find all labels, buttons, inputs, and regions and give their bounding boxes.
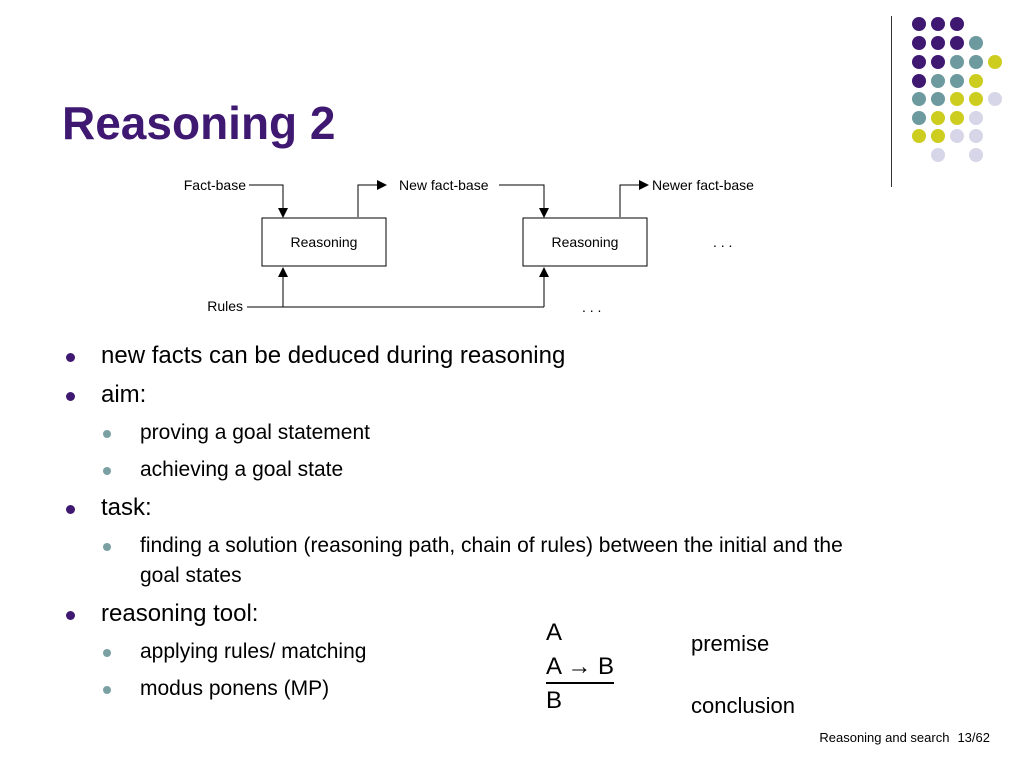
bullet-list: new facts can be deduced during reasonin… — [64, 340, 864, 711]
label-ellipsis-right: . . . — [713, 234, 732, 250]
bullet-item: aim: — [64, 379, 864, 411]
dot — [912, 129, 926, 143]
dot — [969, 92, 983, 106]
mp-line-2-right: B — [598, 653, 615, 680]
reasoning-diagram: Fact-base New fact-base Newer fact-base … — [184, 177, 754, 315]
dot — [931, 55, 945, 69]
new-fact-base-in-arrow — [499, 184, 549, 218]
dot — [969, 74, 983, 88]
dot — [912, 74, 926, 88]
label-new-fact-base: New fact-base — [399, 177, 489, 193]
dot — [988, 55, 1002, 69]
bullet-item: reasoning tool: — [64, 598, 864, 630]
dot — [969, 129, 983, 143]
mp-line-1: A — [546, 619, 563, 646]
conclusion-label: conclusion — [691, 693, 795, 718]
dot — [931, 92, 945, 106]
dot — [931, 17, 945, 31]
premise-label: premise — [691, 631, 770, 656]
label-fact-base: Fact-base — [184, 177, 246, 193]
mp-line-2: A → B — [546, 652, 615, 684]
dot — [988, 92, 1002, 106]
dot — [950, 55, 964, 69]
mp-line-3: B — [546, 687, 563, 714]
label-reasoning-box-2: Reasoning — [552, 234, 619, 250]
sub-bullet-item: finding a solution (reasoning path, chai… — [101, 531, 860, 591]
dot — [950, 36, 964, 50]
label-ellipsis-bottom: . . . — [582, 299, 601, 315]
reasoning-box-1 — [261, 217, 387, 267]
dot — [931, 36, 945, 50]
dot — [969, 55, 983, 69]
implication-arrow-icon: → — [567, 653, 592, 680]
sub-bullet-item: proving a goal statement — [101, 418, 864, 448]
dot — [912, 17, 926, 31]
dot — [931, 129, 945, 143]
dot — [950, 111, 964, 125]
modus-ponens-block: A A → B B — [546, 616, 615, 718]
dot — [950, 17, 964, 31]
footer: Reasoning and search 13/62 — [811, 730, 990, 745]
newer-fact-base-arrow — [619, 180, 649, 217]
fact-base-arrow — [249, 184, 288, 218]
dot — [931, 148, 945, 162]
sub-bullet-item: achieving a goal state — [101, 455, 864, 485]
sub-bullet-item: modus ponens (MP) — [101, 674, 864, 704]
dot — [969, 36, 983, 50]
dot — [931, 74, 945, 88]
dot — [969, 148, 983, 162]
label-rules: Rules — [207, 298, 243, 314]
label-reasoning-box-1: Reasoning — [291, 234, 358, 250]
dot — [950, 92, 964, 106]
bullet-item: task: — [64, 492, 864, 524]
slide-title: Reasoning 2 — [62, 97, 336, 149]
decorative-divider — [891, 16, 892, 187]
dot — [912, 92, 926, 106]
sub-bullet-item: applying rules/ matching — [101, 637, 864, 667]
dot — [912, 36, 926, 50]
dot — [950, 74, 964, 88]
bullet-item: new facts can be deduced during reasonin… — [64, 340, 864, 372]
reasoning-box-2 — [522, 217, 648, 267]
page-number: 13/62 — [957, 730, 990, 745]
dot — [969, 111, 983, 125]
dot — [931, 111, 945, 125]
new-fact-base-arrow — [357, 180, 387, 217]
footer-title: Reasoning and search — [819, 730, 950, 745]
dot — [950, 129, 964, 143]
mp-line-2-left: A — [546, 653, 561, 680]
dot — [912, 111, 926, 125]
dot — [912, 55, 926, 69]
label-newer-fact-base: Newer fact-base — [652, 177, 754, 193]
